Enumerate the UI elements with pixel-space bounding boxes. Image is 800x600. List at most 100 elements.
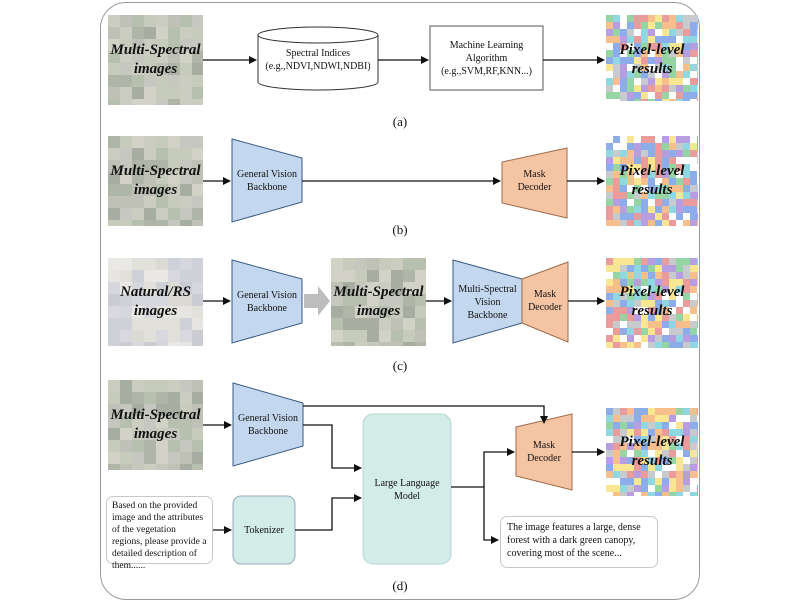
mosaic-cell bbox=[641, 464, 648, 471]
thumbnail-mosaic bbox=[108, 258, 203, 346]
mosaic-cell bbox=[144, 440, 156, 452]
mosaic-cell bbox=[662, 206, 669, 213]
mosaic-cell bbox=[144, 282, 156, 294]
mosaic-cell bbox=[415, 330, 426, 342]
mosaic-cell bbox=[156, 148, 168, 160]
mosaic-cell bbox=[662, 457, 669, 464]
mosaic-cell bbox=[120, 318, 132, 330]
mosaic-cell bbox=[606, 50, 613, 57]
mosaic-cell bbox=[391, 270, 403, 282]
mosaic-cell bbox=[690, 464, 697, 471]
mosaic-cell bbox=[690, 185, 697, 192]
mosaic-cell bbox=[120, 282, 132, 294]
mosaic-cell bbox=[168, 51, 180, 63]
mosaic-cell bbox=[156, 136, 168, 148]
mosaic-cell bbox=[192, 428, 203, 440]
mosaic-cell bbox=[144, 160, 156, 172]
mosaic-cell bbox=[180, 294, 192, 306]
mosaic-cell bbox=[180, 39, 192, 51]
natural-rs-image-c bbox=[108, 258, 203, 346]
mosaic-cell bbox=[648, 136, 655, 143]
mosaic-cell bbox=[634, 307, 641, 314]
mosaic-cell bbox=[690, 328, 697, 335]
mosaic-cell bbox=[697, 136, 698, 143]
output-label-b: Pixel-level results bbox=[606, 161, 698, 201]
mosaic-cell bbox=[132, 148, 144, 160]
output-label-d-line2: results bbox=[631, 453, 673, 469]
mosaic-cell bbox=[391, 294, 403, 306]
mosaic-cell bbox=[180, 27, 192, 39]
mosaic-cell bbox=[697, 192, 698, 199]
mosaic-cell bbox=[634, 164, 641, 171]
mosaic-cell bbox=[168, 27, 180, 39]
mosaic-cell bbox=[627, 92, 634, 99]
mosaic-cell bbox=[683, 436, 690, 443]
mosaic-cell bbox=[676, 464, 683, 471]
mosaic-cell bbox=[634, 192, 641, 199]
mosaic-cell bbox=[132, 75, 144, 87]
mosaic-cell bbox=[192, 39, 203, 51]
mosaic-cell bbox=[391, 342, 403, 346]
mosaic-cell bbox=[669, 335, 676, 342]
mosaic-cell bbox=[655, 178, 662, 185]
mosaic-cell bbox=[613, 429, 620, 436]
input-label-d: Multi-Spectral images bbox=[108, 405, 203, 445]
mosaic-cell bbox=[669, 22, 676, 29]
mosaic-cell bbox=[641, 43, 648, 50]
mosaic-cell bbox=[120, 27, 132, 39]
mosaic-cell bbox=[697, 408, 698, 415]
mosaic-cell bbox=[108, 342, 120, 346]
decoder-shape-d bbox=[515, 413, 573, 491]
mosaic-cell bbox=[415, 294, 426, 306]
mosaic-cell bbox=[627, 492, 634, 496]
mosaic-cell bbox=[620, 286, 627, 293]
mosaic-cell bbox=[690, 342, 697, 348]
mosaic-cell bbox=[613, 178, 620, 185]
mosaic-cell bbox=[676, 422, 683, 429]
mosaic-cell bbox=[606, 199, 613, 206]
caption-a: (a) bbox=[392, 114, 408, 129]
mosaic-cell bbox=[697, 436, 698, 443]
mosaic-cell bbox=[620, 136, 627, 143]
mosaic-cell bbox=[697, 22, 698, 29]
mosaic-cell bbox=[343, 306, 355, 318]
mosaic-cell bbox=[606, 314, 613, 321]
mosaic-cell bbox=[132, 452, 144, 464]
mosaic-cell bbox=[690, 314, 697, 321]
mosaic-cell bbox=[683, 408, 690, 415]
mosaic-cell bbox=[120, 148, 132, 160]
mosaic-cell bbox=[697, 150, 698, 157]
mosaic-cell bbox=[690, 265, 697, 272]
mosaic-cell bbox=[669, 422, 676, 429]
mosaic-cell bbox=[132, 270, 144, 282]
mosaic-cell bbox=[676, 415, 683, 422]
mosaic-cell bbox=[634, 485, 641, 492]
ml-algorithm-box bbox=[429, 25, 544, 91]
mosaic-cell bbox=[697, 78, 698, 85]
mosaic-cell bbox=[180, 148, 192, 160]
mosaic-cell bbox=[627, 199, 634, 206]
mosaic-cell bbox=[627, 85, 634, 92]
mosaic-cell bbox=[132, 464, 144, 470]
mosaic-cell bbox=[606, 300, 613, 307]
mosaic-cell bbox=[683, 335, 690, 342]
mosaic-cell bbox=[641, 408, 648, 415]
mosaic-cell bbox=[156, 452, 168, 464]
mosaic-cell bbox=[662, 478, 669, 485]
mosaic-cell bbox=[662, 192, 669, 199]
mosaic-cell bbox=[379, 330, 391, 342]
llm-box bbox=[362, 413, 452, 565]
mosaic-cell bbox=[613, 29, 620, 36]
decoder-shape-c bbox=[521, 261, 569, 343]
mosaic-cell bbox=[662, 272, 669, 279]
multispectral-image-b bbox=[108, 136, 203, 226]
input-label-a-line1: Multi-Spectral bbox=[110, 42, 201, 58]
mosaic-cell bbox=[613, 293, 620, 300]
mosaic-cell bbox=[156, 258, 168, 270]
mosaic-cell bbox=[180, 208, 192, 220]
mosaic-cell bbox=[120, 258, 132, 270]
mosaic-cell bbox=[648, 457, 655, 464]
mosaic-cell bbox=[606, 92, 613, 99]
mosaic-cell bbox=[168, 39, 180, 51]
mosaic-cell bbox=[180, 318, 192, 330]
